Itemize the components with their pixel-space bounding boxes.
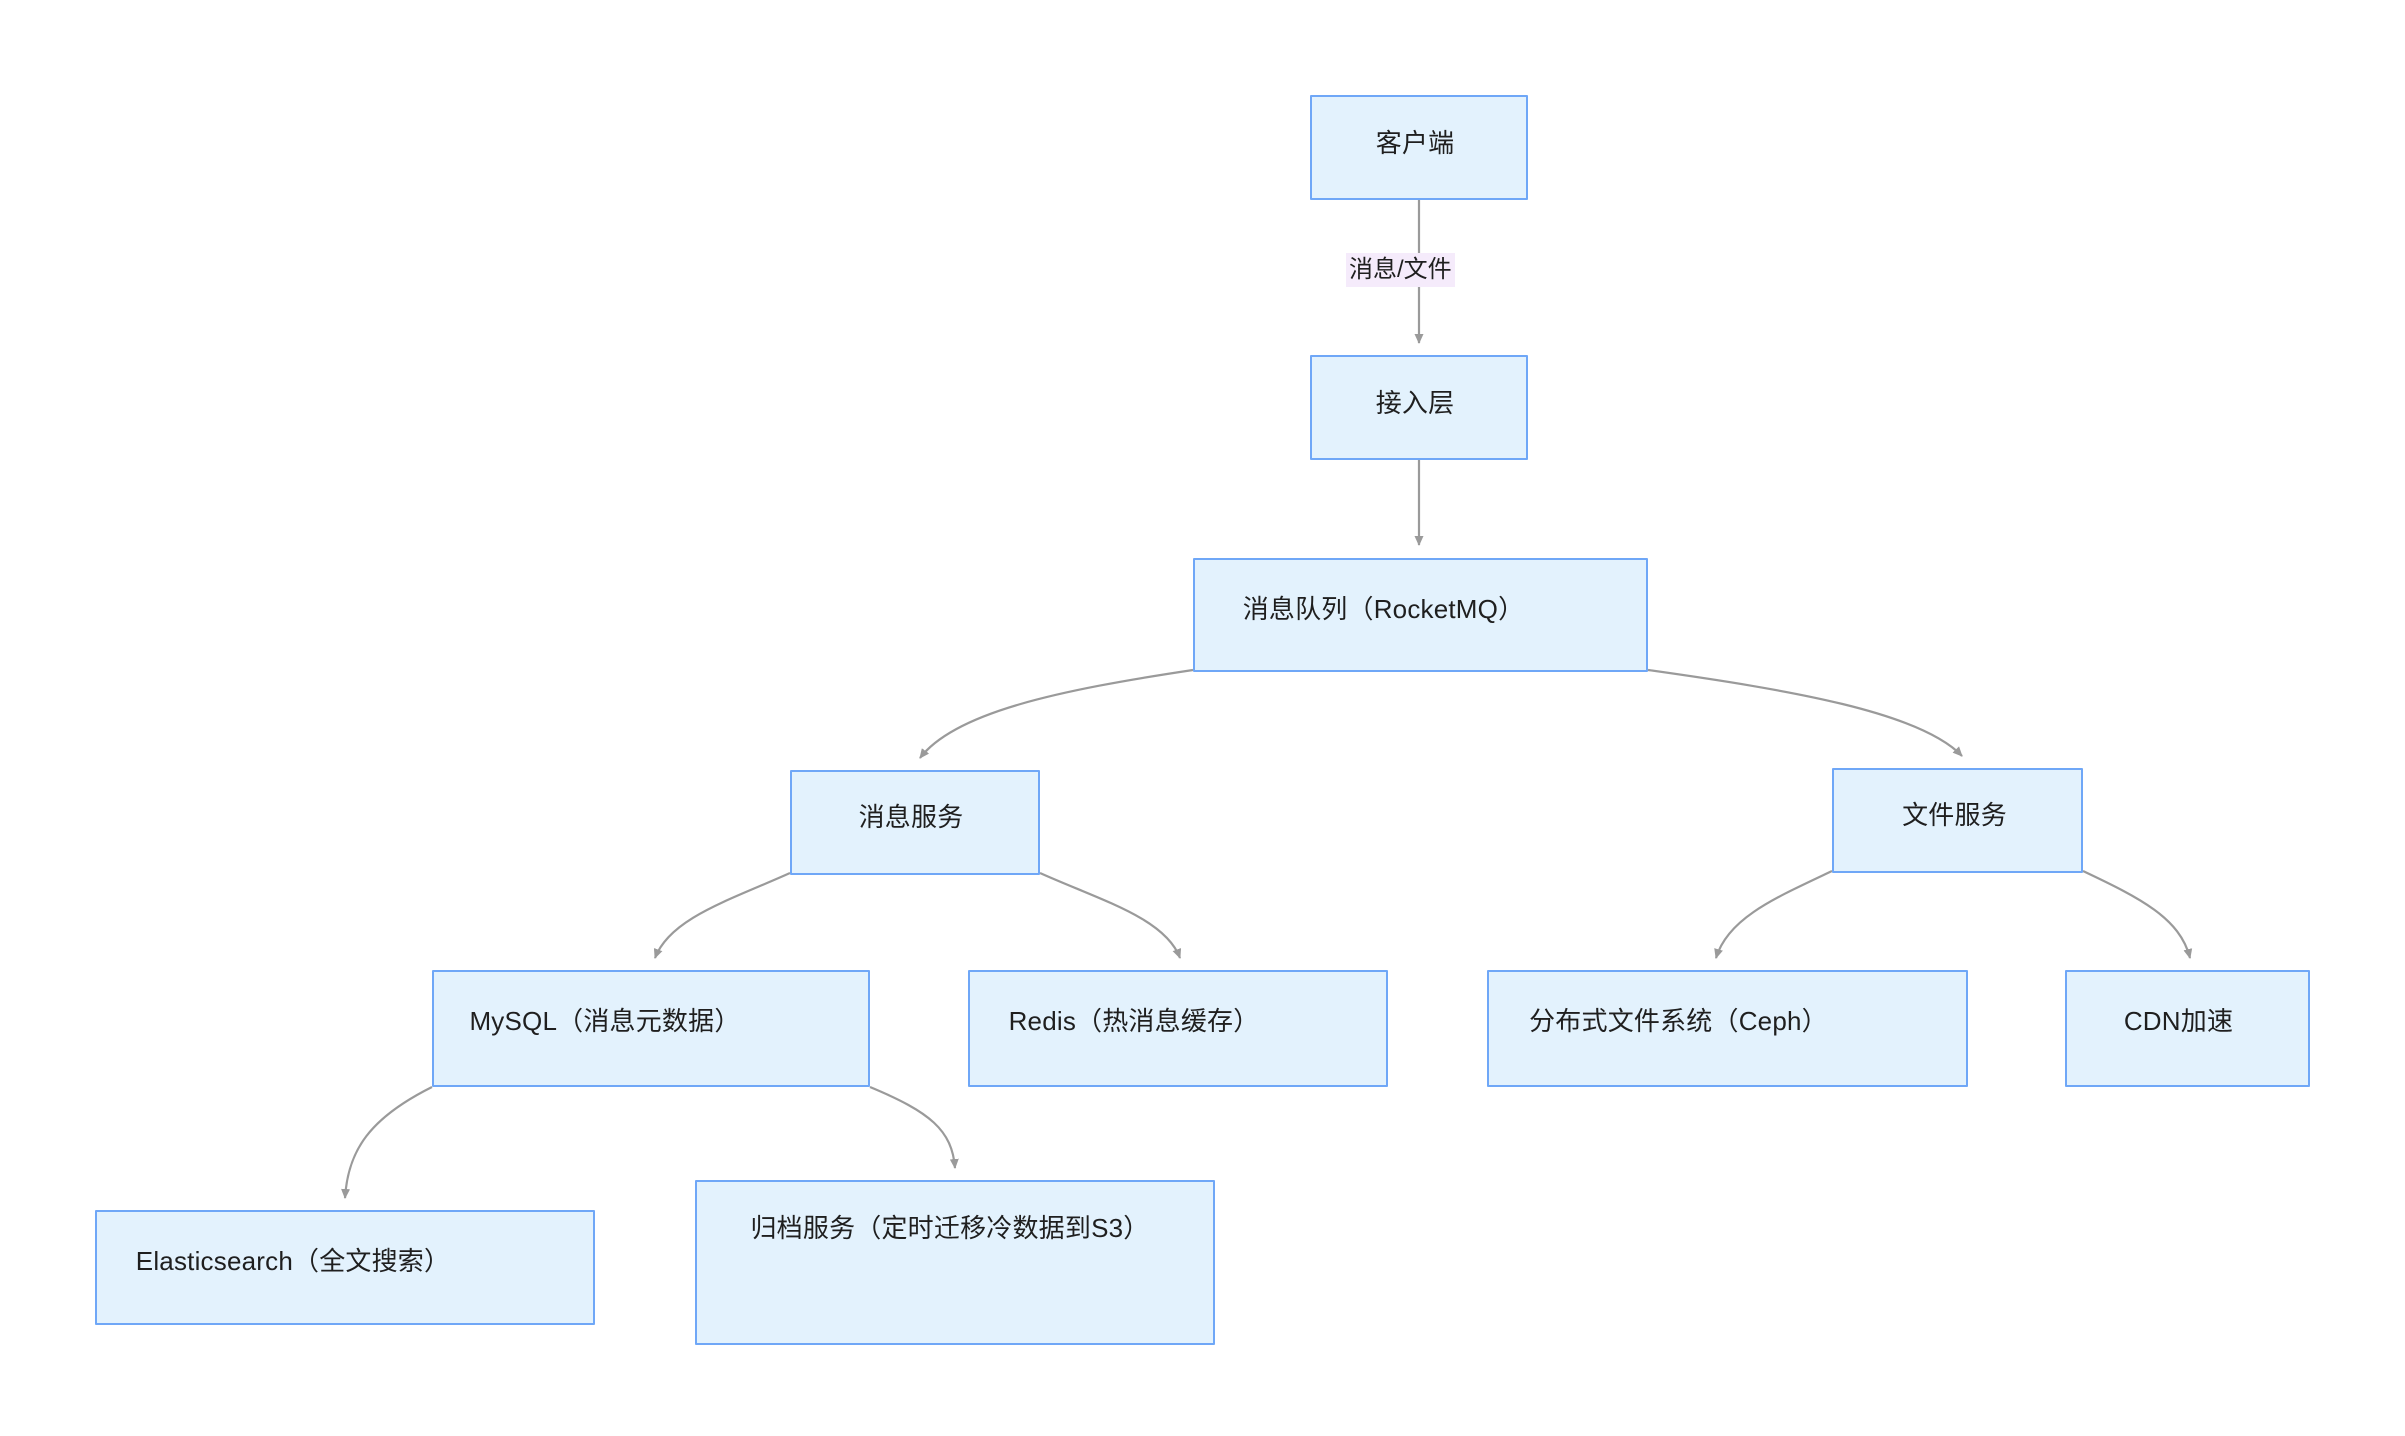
node-gateway[interactable]: 接入层: [1310, 355, 1528, 460]
edge-mysql-archive: [869, 1085, 959, 1169]
node-message-queue-label: 消息队列（RocketMQ）: [1242, 594, 1525, 624]
node-distributed-file-system[interactable]: 分布式文件系统（Ceph）: [1487, 970, 1968, 1087]
node-client[interactable]: 客户端: [1310, 95, 1528, 200]
node-file-service-label: 文件服务: [1902, 800, 2007, 830]
edge-msgsvc-redis: [1039, 871, 1182, 959]
node-file-service[interactable]: 文件服务: [1832, 768, 2083, 873]
node-distributed-file-system-label: 分布式文件系统（Ceph）: [1529, 1006, 1828, 1036]
node-gateway-label: 接入层: [1375, 388, 1455, 418]
node-archive-service[interactable]: 归档服务（定时迁移冷数据到S3）: [695, 1180, 1215, 1345]
node-cdn-label: CDN加速: [2123, 1006, 2234, 1036]
node-elasticsearch[interactable]: Elasticsearch（全文搜索）: [95, 1210, 595, 1325]
node-cdn[interactable]: CDN加速: [2065, 970, 2310, 1087]
node-archive-service-label: 归档服务（定时迁移冷数据到S3）: [750, 1213, 1150, 1243]
node-mysql[interactable]: MySQL（消息元数据）: [432, 970, 870, 1087]
node-message-service-label: 消息服务: [858, 802, 964, 832]
edge-mysql-es: [341, 1086, 433, 1199]
node-elasticsearch-label: Elasticsearch（全文搜索）: [135, 1246, 451, 1276]
node-redis[interactable]: Redis（热消息缓存）: [968, 970, 1388, 1087]
edge-mq-filesvc: [1647, 668, 1963, 757]
edge-msgsvc-mysql: [653, 871, 791, 959]
edge-mq-msgsvc: [919, 668, 1194, 759]
node-mysql-label: MySQL（消息元数据）: [469, 1006, 741, 1036]
node-message-queue[interactable]: 消息队列（RocketMQ）: [1193, 558, 1648, 672]
node-client-label: 客户端: [1375, 128, 1455, 158]
edge-filesvc-ceph: [1714, 870, 1833, 959]
edge-filesvc-cdn: [2082, 870, 2193, 959]
node-redis-label: Redis（热消息缓存）: [1008, 1006, 1260, 1036]
edge-label-message-file: 消息/文件: [1346, 253, 1455, 287]
node-message-service[interactable]: 消息服务: [790, 770, 1040, 875]
